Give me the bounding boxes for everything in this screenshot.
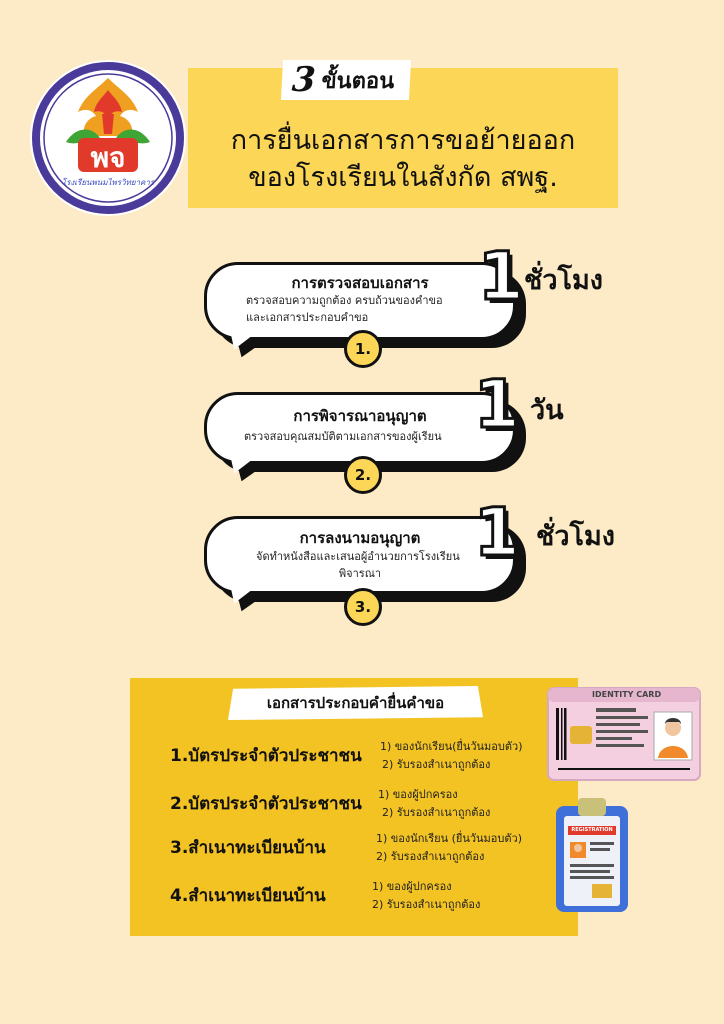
step-3-duration-value: 1 xyxy=(473,494,522,571)
document-item-3: 3.สำเนาทะเบียนบ้าน 1) ของนักเรียน (ยื่นว… xyxy=(170,830,550,870)
step-1-title: การตรวจสอบเอกสาร xyxy=(291,274,429,292)
step-card-2: การพิจารณาอนุญาต ตรวจสอบคุณสมบัติตามเอกส… xyxy=(204,392,534,502)
step-1-desc-line-2: และเอกสารประกอบคำขอ xyxy=(246,311,369,324)
step-2-title: การพิจารณาอนุญาต xyxy=(293,407,427,425)
step-2-duration-unit: วัน xyxy=(530,395,564,426)
document-item-1-name: 1.บัตรประจำตัวประชาชน xyxy=(170,746,362,766)
document-item-4-sub-1: 1) ของผู้ปกครอง xyxy=(372,880,452,893)
step-1-desc-line-1: ตรวจสอบความถูกต้อง ครบถ้วนของคำขอ xyxy=(246,294,443,307)
school-logo xyxy=(26,56,190,220)
registration-clipboard-icon: REGISTRATION xyxy=(552,796,632,914)
document-item-2-sub-1: 1) ของผู้ปกครอง xyxy=(378,788,458,801)
step-3-desc-line-1: จัดทำหนังสือและเสนอผู้อำนวยการโรงเรียน xyxy=(256,550,460,563)
document-item-4-name: 4.สำเนาทะเบียนบ้าน xyxy=(170,886,326,906)
step-3-duration-unit: ชั่วโมง xyxy=(536,521,615,552)
step-card-1: การตรวจสอบเอกสาร ตรวจสอบความถูกต้อง ครบถ… xyxy=(204,262,534,372)
page-title-line-1: การยื่นเอกสารการขอย้ายออก xyxy=(230,125,576,156)
document-item-2-sub-2: 2) รับรองสำเนาถูกต้อง xyxy=(382,806,491,819)
step-1-duration-unit: ชั่วโมง xyxy=(524,265,603,296)
document-item-1-sub-2: 2) รับรองสำเนาถูกต้อง xyxy=(382,758,491,771)
identity-card-icon: IDENTITY CARD xyxy=(546,686,702,782)
document-item-3-name: 3.สำเนาทะเบียนบ้าน xyxy=(170,838,326,858)
document-item-4: 4.สำเนาทะเบียนบ้าน 1) ของผู้ปกครอง 2) รั… xyxy=(170,878,550,918)
step-3-title: การลงนามอนุญาต xyxy=(299,529,421,547)
step-1-duration-value: 1 xyxy=(477,238,526,315)
documents-panel xyxy=(130,678,578,936)
step-2-duration-value: 1 xyxy=(473,366,522,443)
document-item-3-sub-2: 2) รับรองสำเนาถูกต้อง xyxy=(376,850,485,863)
document-item-2: 2.บัตรประจำตัวประชาชน 1) ของผู้ปกครอง 2)… xyxy=(170,786,550,826)
step-3-desc-line-2: พิจารณา xyxy=(338,567,382,580)
step-2-number-badge: 2. xyxy=(344,456,382,494)
steps-count-number: 3 xyxy=(290,60,317,100)
clipboard-label: REGISTRATION xyxy=(571,827,613,833)
document-item-2-name: 2.บัตรประจำตัวประชาชน xyxy=(170,794,362,814)
step-3-number-badge: 3. xyxy=(344,588,382,626)
step-1-number-badge: 1. xyxy=(344,330,382,368)
page-title-line-2: ของโรงเรียนในสังกัด สพฐ. xyxy=(248,162,558,193)
steps-count-tag: 3 ขั้นตอน xyxy=(280,60,412,100)
document-item-3-sub-1: 1) ของนักเรียน (ยื่นวันมอบตัว) xyxy=(376,832,522,845)
document-item-1-sub-1: 1) ของนักเรียน(ยื่นวันมอบตัว) xyxy=(380,740,523,753)
step-card-3: การลงนามอนุญาต จัดทำหนังสือและเสนอผู้อำน… xyxy=(204,516,534,628)
identity-card-label: IDENTITY CARD xyxy=(592,690,662,699)
documents-title: เอกสารประกอบคำยื่นคำขอ xyxy=(228,686,483,720)
document-item-1: 1.บัตรประจำตัวประชาชน 1) ของนักเรียน(ยื่… xyxy=(170,738,550,778)
steps-count-label: ขั้นตอน xyxy=(320,68,395,94)
step-2-desc-line-1: ตรวจสอบคุณสมบัติตามเอกสารของผู้เรียน xyxy=(244,430,442,443)
document-item-4-sub-2: 2) รับรองสำเนาถูกต้อง xyxy=(372,898,481,911)
